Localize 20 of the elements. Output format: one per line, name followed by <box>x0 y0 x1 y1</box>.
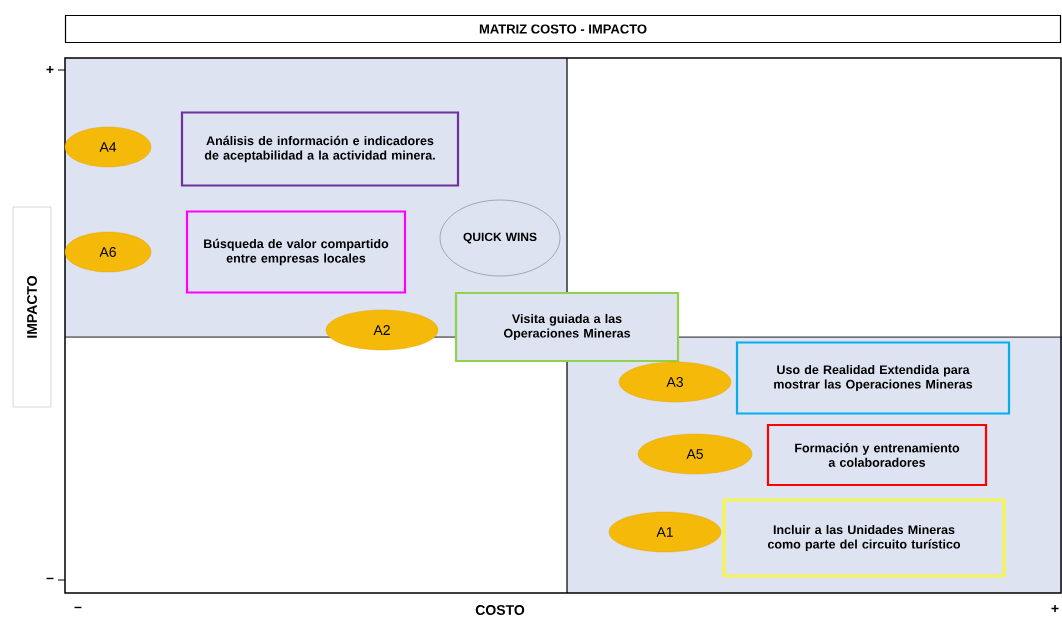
action-oval: A4 <box>64 126 152 168</box>
action-box: Formación y entrenamiento a colaboradores <box>766 423 988 487</box>
action-oval: A2 <box>325 309 439 351</box>
action-box: Análisis de información e indicadores de aceptabilidad a la actividad minera. <box>180 111 460 187</box>
tick-mark: – <box>74 606 82 609</box>
axis-title-box: IMPACTO <box>12 206 52 408</box>
action-box: Visita guiada a las Operaciones Mineras <box>454 291 680 363</box>
tick-mark: + <box>1051 604 1059 612</box>
tick-mark: – <box>46 577 54 580</box>
action-oval: A3 <box>618 361 732 403</box>
action-oval: A5 <box>637 433 753 475</box>
action-box: Uso de Realidad Extendida para mostrar las Operaciones Mineras <box>735 341 1011 415</box>
action-box: Búsqueda de valor compartido entre empresas locales <box>185 210 407 294</box>
title-box: MATRIZ COSTO - IMPACTO <box>64 14 1062 44</box>
action-oval: A6 <box>64 231 152 273</box>
quadrant-oval: QUICK WINS <box>439 199 561 277</box>
tick-mark: + <box>46 65 54 73</box>
action-box: Incluir a las Unidades Mineras como parte del circuito turístico <box>722 498 1006 578</box>
axis-title: COSTO <box>475 605 525 615</box>
action-oval: A1 <box>608 511 722 553</box>
